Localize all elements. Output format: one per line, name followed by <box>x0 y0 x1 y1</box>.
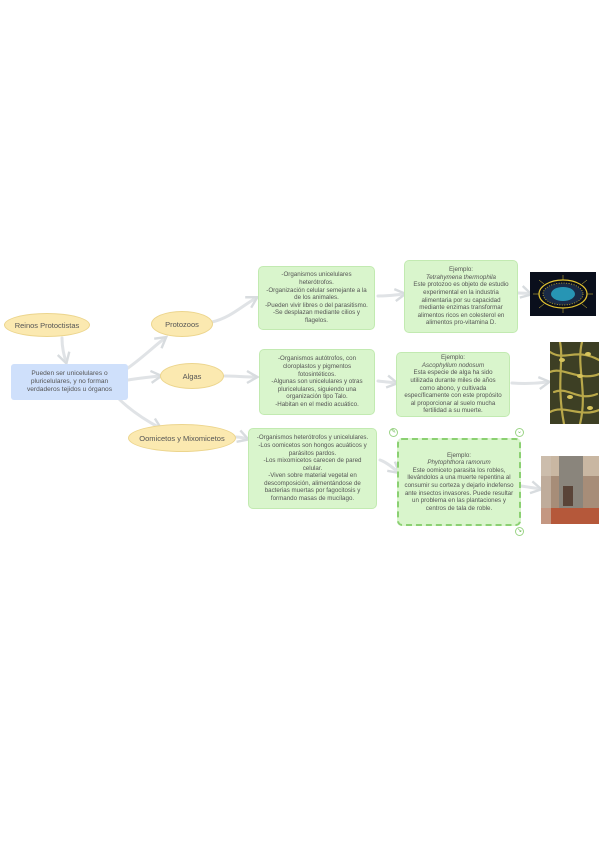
feature-line: -Los oomicetos son hongos acuáticos y pa… <box>258 441 367 457</box>
example-species: Ascophyllum nodosum <box>421 361 485 369</box>
example-box-oomicetos[interactable]: Ejemplo: Phytophthora ramorum Este oomic… <box>397 438 521 526</box>
features-box-protozoos[interactable]: -Organismos unicelulares heterótrofos. -… <box>258 266 375 330</box>
feature-line: -Algunas son unicelulares y otras pluric… <box>271 378 363 401</box>
connector-definition-protozoos <box>123 335 169 372</box>
edit-icon[interactable]: ✎ <box>389 428 398 437</box>
example-text: Esta especie de alga ha sido utilizada d… <box>404 369 502 415</box>
connector-example-image-1 <box>516 285 534 299</box>
collapse-icon[interactable]: ⌄ <box>515 428 524 437</box>
definition-text: Pueden ser unicelulares o pluricelulares… <box>26 370 113 393</box>
feature-line: -Organismos heterótrofos y unicelulares. <box>256 434 369 442</box>
image-tree[interactable] <box>541 456 599 524</box>
example-heading: Ejemplo: <box>448 266 474 274</box>
example-heading: Ejemplo: <box>446 451 472 459</box>
connector-root-definition <box>56 336 71 366</box>
protozoo-illustration <box>533 275 593 313</box>
connector-algas-features <box>223 369 260 385</box>
link-icon[interactable]: ↘ <box>515 527 524 536</box>
feature-line: -Organismos unicelulares heterótrofos. <box>281 271 352 287</box>
group-node-algas[interactable]: Algas <box>160 363 224 389</box>
feature-line: -Organismos autótrofos, con cloroplastos… <box>277 355 357 378</box>
example-text: Este oomiceto parasita los robles, llevá… <box>404 466 514 512</box>
tree-illustration <box>541 456 599 524</box>
example-text: Este protozoo es objeto de estudio exper… <box>413 281 509 327</box>
group-label: Protozoos <box>165 319 199 329</box>
connector-oomicetos-features <box>234 429 251 444</box>
feature-line: -Se desplazan mediante cilios y flagelos… <box>272 309 360 324</box>
image-algae[interactable] <box>550 342 599 424</box>
example-species: Phytophthora ramorum <box>427 459 491 467</box>
example-box-algas[interactable]: Ejemplo: Ascophyllum nodosum Esta especi… <box>396 352 510 417</box>
image-protozoo[interactable] <box>530 272 596 316</box>
root-label: Reinos Protoctistas <box>14 320 80 330</box>
connector-definition-oomicetos <box>116 396 164 431</box>
features-box-algas[interactable]: -Organismos autótrofos, con cloroplastos… <box>259 349 375 415</box>
connector-definition-algas <box>126 369 164 384</box>
example-heading: Ejemplo: <box>440 354 466 362</box>
example-species: Tetrahymena thermophila <box>426 273 496 281</box>
connector-example-image-2 <box>510 376 552 391</box>
feature-line: -Los mixomicetos carecen de pared celula… <box>263 457 362 472</box>
example-box-protozoos[interactable]: Ejemplo: Tetrahymena thermophila Este pr… <box>404 260 518 333</box>
feature-line: -Organización celular semejante a la de … <box>266 286 367 302</box>
algae-illustration <box>550 342 599 424</box>
connector-example-image-3 <box>519 480 544 495</box>
feature-line: -Habitan en el medio acuático. <box>275 400 359 408</box>
connector-protozoos-features <box>210 296 260 324</box>
connector-features-example-1 <box>376 288 408 303</box>
feature-line: -Pueden vivir libres o del parasitismo. <box>265 301 368 309</box>
connector-features-example-3 <box>378 458 402 475</box>
group-node-protozoos[interactable]: Protozoos <box>151 311 213 337</box>
connector-features-example-2 <box>376 374 400 389</box>
feature-line: -Viven sobre material vegetal en descomp… <box>264 472 361 503</box>
root-node[interactable]: Reinos Protoctistas <box>4 313 90 337</box>
group-node-oomicetos[interactable]: Oomicetos y Mixomicetos <box>128 424 236 452</box>
group-label: Oomicetos y Mixomicetos <box>139 433 225 443</box>
features-box-oomicetos[interactable]: -Organismos heterótrofos y unicelulares.… <box>248 428 377 509</box>
definition-node[interactable]: Pueden ser unicelulares o pluricelulares… <box>11 364 128 400</box>
group-label: Algas <box>182 371 202 381</box>
